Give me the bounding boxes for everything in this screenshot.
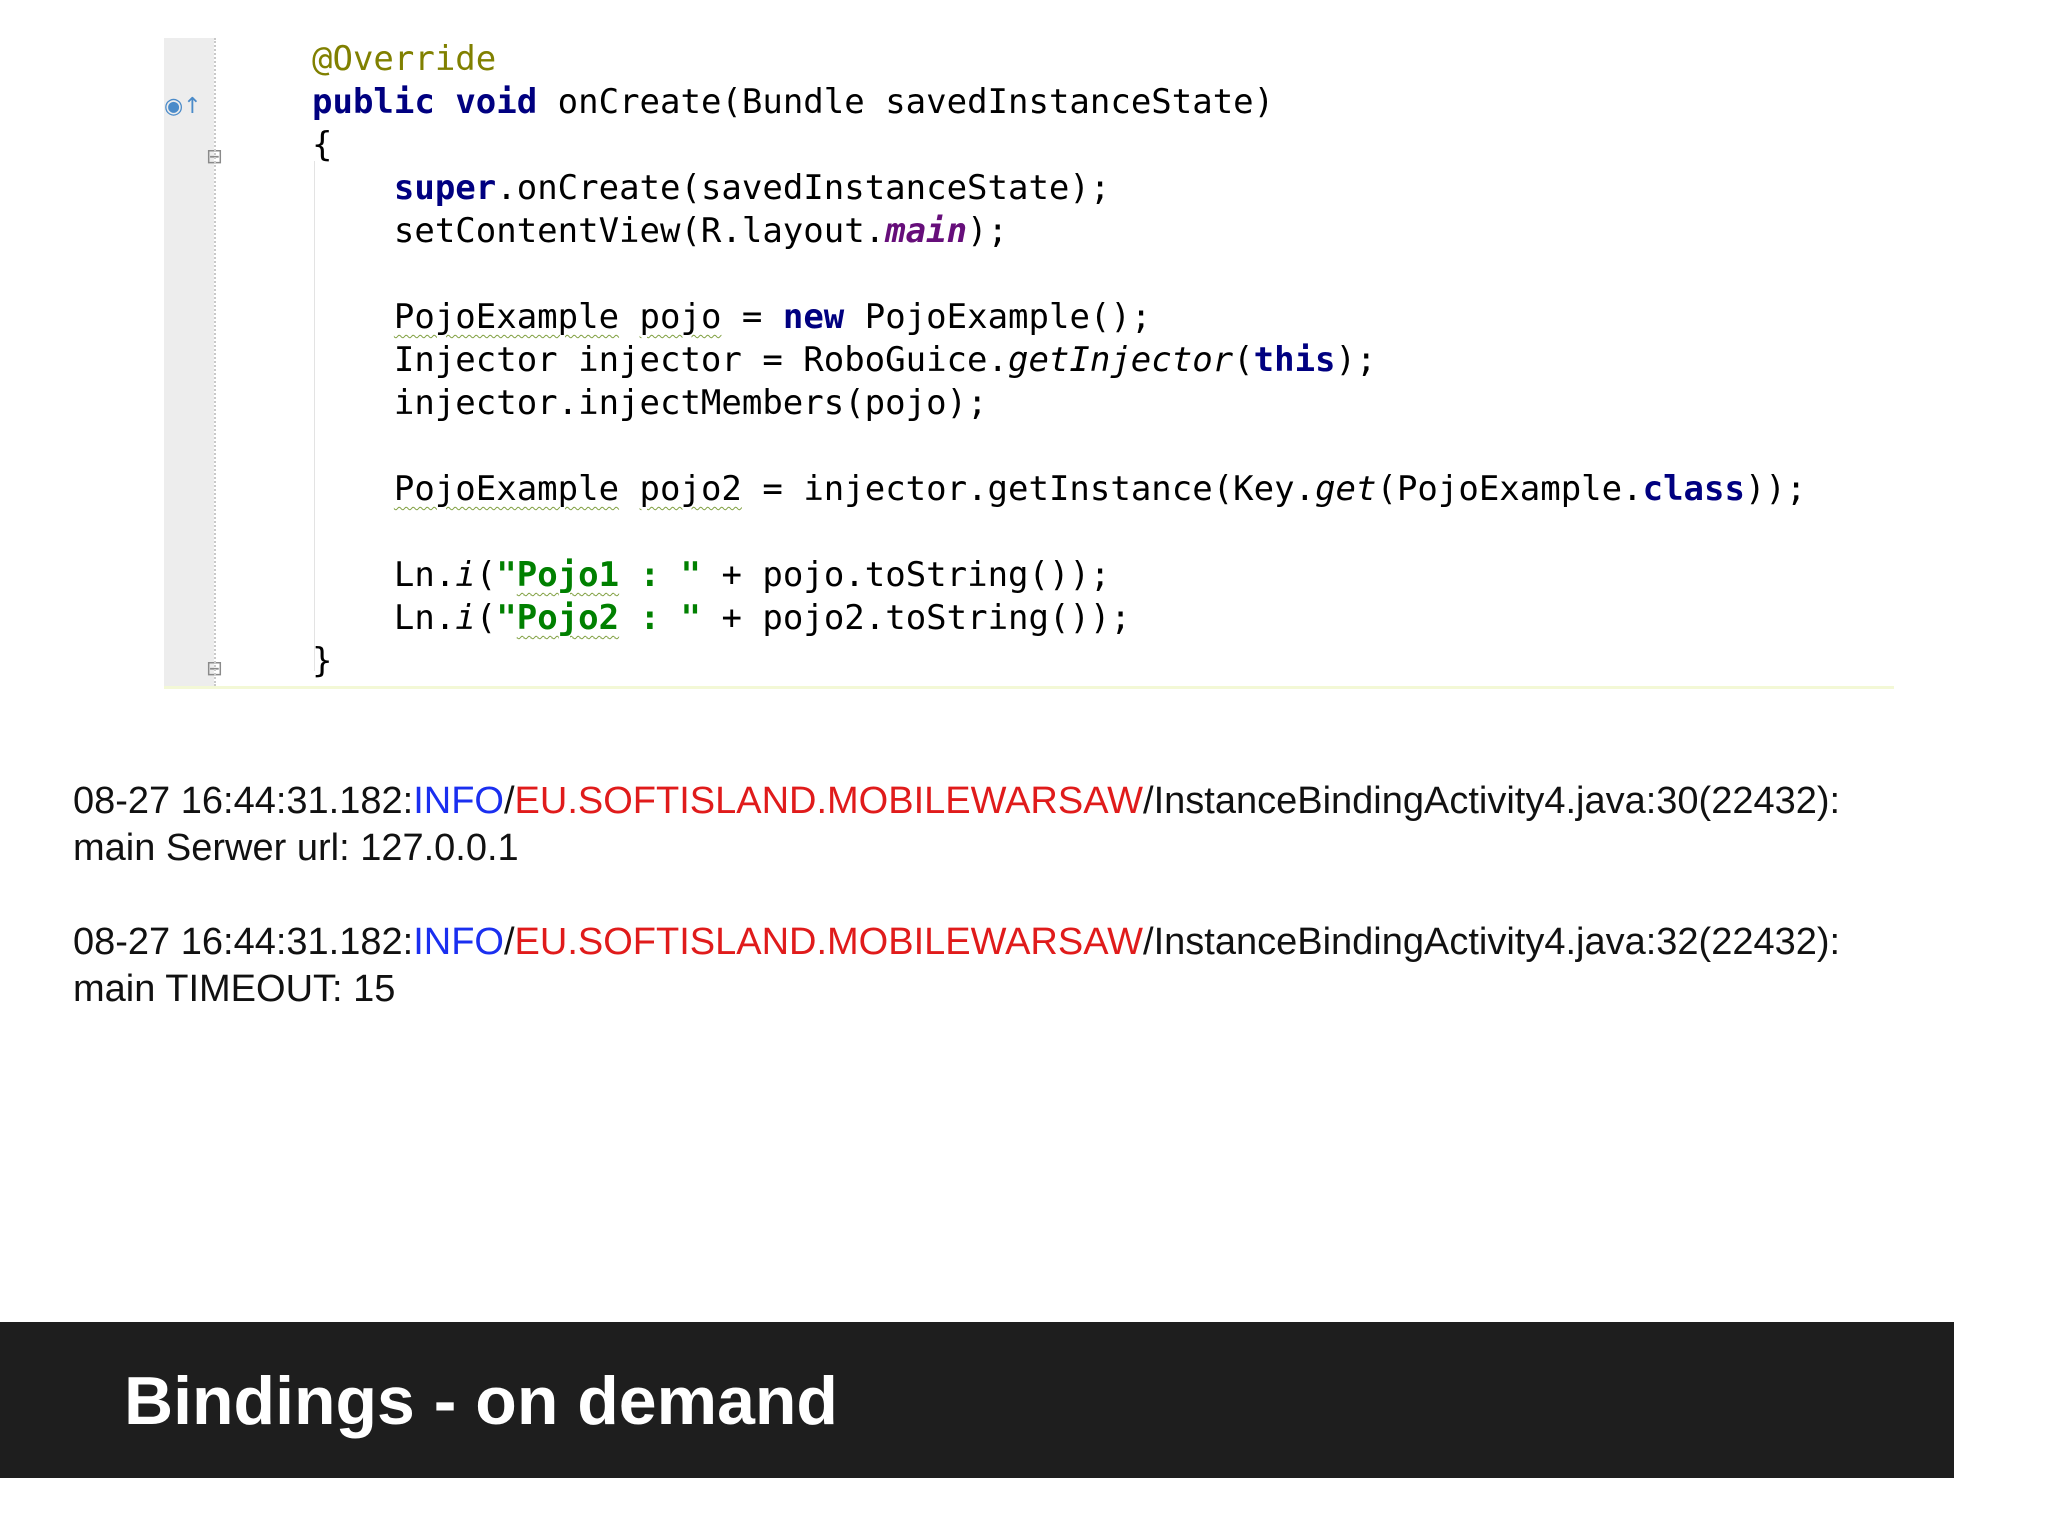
log-entry: 08-27 16:44:31.182:INFO/EU.SOFTISLAND.MO…	[73, 778, 1973, 872]
code-line[interactable]: Ln.i("Pojo2 : " + pojo2.toString());	[312, 597, 1806, 640]
code-line[interactable]: public void onCreate(Bundle savedInstanc…	[312, 81, 1806, 124]
log-level: INFO	[413, 780, 504, 822]
code-token: + pojo2.toString());	[701, 598, 1131, 638]
log-tag: EU.SOFTISLAND.MOBILEWARSAW	[514, 780, 1144, 822]
code-token: {	[312, 125, 333, 165]
log-source: /InstanceBindingActivity4.java:30(22432)…	[1143, 780, 1841, 822]
code-token: =	[721, 297, 783, 337]
code-token: public	[312, 82, 435, 122]
code-token: "	[496, 598, 517, 638]
code-token: Ln.	[312, 598, 456, 638]
code-token: );	[967, 211, 1008, 251]
code-token: Pojo1	[516, 555, 620, 595]
log-level: INFO	[413, 921, 504, 963]
code-token: pojo2	[639, 469, 742, 509]
code-token: super	[393, 168, 497, 208]
code-token: Ln.	[312, 555, 456, 595]
code-token: : "	[619, 555, 701, 595]
slide-title: Bindings - on demand	[124, 1363, 838, 1439]
log-timestamp: 08-27 16:44:31.182:	[73, 921, 414, 963]
code-token: PojoExample	[393, 469, 620, 509]
code-line[interactable]: Ln.i("Pojo1 : " + pojo.toString());	[312, 554, 1806, 597]
code-token: + pojo.toString());	[701, 555, 1111, 595]
code-token: new	[782, 297, 845, 337]
code-token: class	[1642, 469, 1745, 509]
log-source: /InstanceBindingActivity4.java:32(22432)…	[1143, 921, 1841, 963]
log-message: main TIMEOUT: 15	[73, 968, 396, 1010]
code-token: @Override	[312, 39, 497, 79]
code-line[interactable]: PojoExample pojo = new PojoExample();	[312, 296, 1806, 339]
code-token: : "	[619, 598, 701, 638]
fold-guide-line	[214, 38, 216, 686]
code-token	[312, 168, 394, 208]
code-token: setContentView(R.layout.	[312, 211, 886, 251]
log-message: main Serwer url: 127.0.0.1	[73, 827, 519, 869]
log-separator: /	[503, 921, 515, 963]
log-output: 08-27 16:44:31.182:INFO/EU.SOFTISLAND.MO…	[73, 778, 1973, 1060]
code-line[interactable]: setContentView(R.layout.main);	[312, 210, 1806, 253]
code-token	[312, 469, 394, 509]
code-token: .onCreate(savedInstanceState);	[496, 168, 1111, 208]
code-line[interactable]: }	[312, 640, 1806, 683]
log-separator: /	[503, 780, 515, 822]
code-token: ));	[1744, 469, 1807, 509]
code-token: );	[1335, 340, 1377, 380]
code-line[interactable]: injector.injectMembers(pojo);	[312, 382, 1806, 425]
code-token: Pojo2	[516, 598, 620, 638]
code-token: this	[1253, 340, 1336, 380]
title-bar: Bindings - on demand	[0, 1322, 1954, 1478]
code-token	[312, 297, 394, 337]
override-method-icon[interactable]: ◉↑	[164, 94, 202, 119]
code-line[interactable]: Injector injector = RoboGuice.getInjecto…	[312, 339, 1806, 382]
code-token	[435, 82, 455, 122]
log-timestamp: 08-27 16:44:31.182:	[73, 780, 414, 822]
code-token: (	[475, 555, 497, 595]
code-token	[619, 469, 639, 509]
code-line[interactable]	[312, 511, 1806, 554]
code-token: void	[455, 82, 538, 122]
code-token: }	[312, 641, 333, 681]
code-token: (	[1233, 340, 1254, 380]
code-token: PojoExample	[393, 297, 620, 337]
code-token: main	[885, 211, 968, 251]
code-token: onCreate(Bundle savedInstanceState)	[537, 82, 1275, 122]
log-entry: 08-27 16:44:31.182:INFO/EU.SOFTISLAND.MO…	[73, 919, 1973, 1013]
code-token	[619, 297, 639, 337]
code-token: i	[455, 555, 476, 595]
code-token: (PojoExample.	[1376, 469, 1643, 509]
code-token: get	[1315, 469, 1377, 509]
code-token: getInjector	[1007, 340, 1234, 380]
code-line[interactable]: @Override	[312, 38, 1806, 81]
code-line[interactable]: {	[312, 124, 1806, 167]
code-token: injector.injectMembers(pojo);	[312, 383, 988, 423]
code-line[interactable]: PojoExample pojo2 = injector.getInstance…	[312, 468, 1806, 511]
code-token: "	[496, 555, 517, 595]
code-line[interactable]	[312, 253, 1806, 296]
code-token: = injector.getInstance(Key.	[741, 469, 1316, 509]
editor-gutter: ◉↑ ⊟ ⊟	[164, 38, 223, 686]
code-token: (	[475, 598, 497, 638]
code-token: PojoExample();	[844, 297, 1152, 337]
log-tag: EU.SOFTISLAND.MOBILEWARSAW	[514, 921, 1144, 963]
code-line[interactable]	[312, 425, 1806, 468]
code-token: Injector injector = RoboGuice.	[312, 340, 1008, 380]
code-line[interactable]: super.onCreate(savedInstanceState);	[312, 167, 1806, 210]
code-token: i	[455, 598, 476, 638]
code-token: pojo	[639, 297, 722, 337]
indent-guide	[314, 161, 315, 671]
